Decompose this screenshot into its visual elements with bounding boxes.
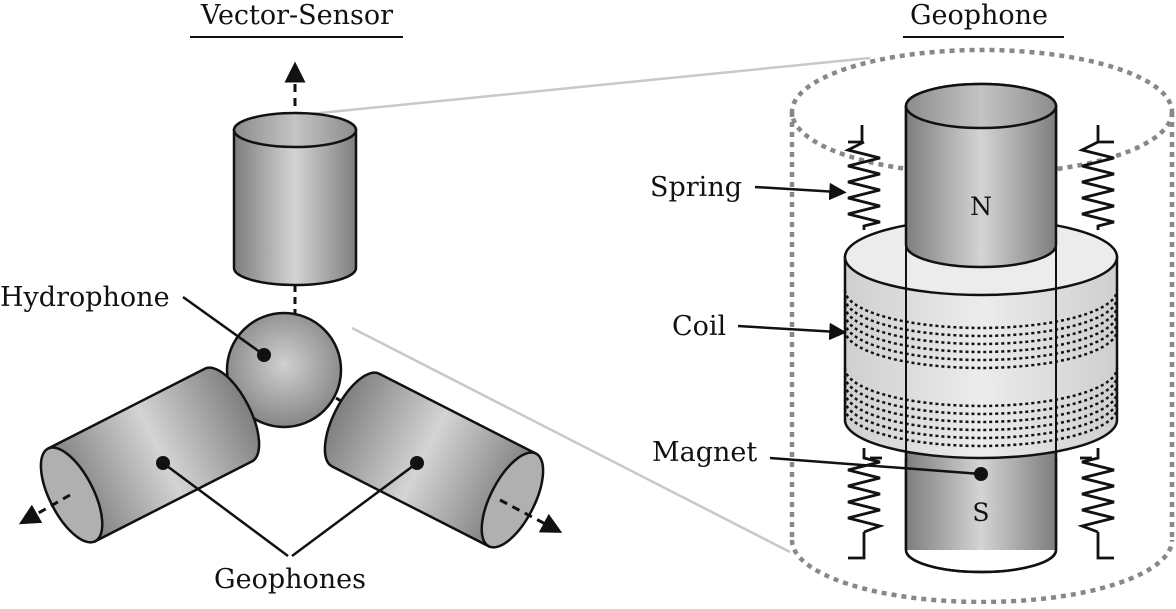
coil-windings [843,289,1119,448]
hydrophone-label: Hydrophone [0,282,170,313]
hydrophone-sphere [225,311,343,429]
spring-top-right [1077,125,1115,230]
zoom-connector-bottom [351,326,791,554]
spring-bottom-left [847,448,885,560]
coil-label: Coil [672,311,726,342]
magnet-top-section [904,82,1058,269]
magnet-bottom-rim [904,549,1058,574]
magnet-label: Magnet [652,437,757,468]
zoom-connector-top [309,56,871,116]
geophones-label: Geophones [214,564,366,595]
geophone-housing [789,47,1175,605]
hydrophone-leader [182,295,265,357]
right-axis-arrow [499,498,563,533]
north-pole-label: N [970,192,992,221]
geophones-leader-right [291,461,418,558]
left-geophone [39,366,261,544]
spring-arrow [754,182,847,201]
spring-top-left [843,125,881,230]
spring-bottom-right [1077,448,1115,560]
geophone-title: Geophone [910,0,1048,31]
geophones-leader-left [162,461,289,558]
coil-arrow [737,322,847,341]
magnet-dot [974,467,988,481]
top-geophone [232,111,358,287]
spring-label: Spring [650,172,742,203]
right-geophone [323,371,545,549]
south-pole-label: S [972,498,989,527]
vector-sensor-title: Vector-Sensor [200,0,393,31]
magnet-leader [769,456,982,476]
